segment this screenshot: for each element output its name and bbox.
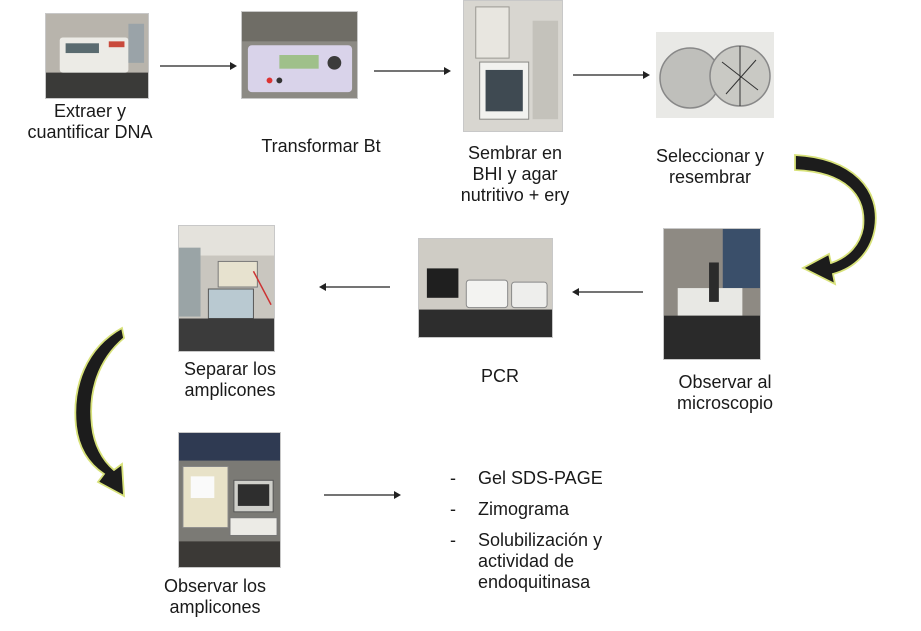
list-item-text: Zimograma — [478, 499, 570, 519]
list-item: - Solubilización y actividad de endoquit… — [450, 530, 603, 593]
list-item-text: Gel SDS-PAGE — [478, 468, 603, 488]
photo-gel-documentation — [178, 432, 281, 568]
arrow-right-1 — [160, 62, 237, 70]
photo-spectrophotometer — [45, 13, 149, 99]
step-label-sow-bhi: Sembrar en BHI y agar nutritivo + ery — [460, 143, 570, 205]
photo-incubator — [463, 0, 563, 132]
list-bullet: - — [450, 530, 456, 550]
arrow-right-2 — [374, 67, 451, 75]
photo-thermocycler — [418, 238, 553, 338]
arrow-left-1 — [572, 288, 643, 296]
photo-petri-dishes — [656, 32, 774, 118]
curved-arrow-right-down — [794, 154, 877, 286]
list-item: - Zimograma — [450, 499, 603, 520]
list-bullet: - — [450, 499, 456, 519]
curved-arrow-left-down — [74, 326, 125, 498]
step-label-microscope: Observar al microscopio — [676, 372, 774, 413]
arrow-left-2 — [319, 283, 390, 291]
list-bullet: - — [450, 468, 456, 488]
arrow-right-3 — [573, 71, 650, 79]
step-label-separate-amplicons: Separar los amplicones — [183, 359, 277, 400]
list-item-text: Solubilización y actividad de endoquitin… — [478, 530, 603, 592]
photo-electroporator — [241, 11, 358, 99]
step-label-pcr: PCR — [480, 366, 519, 386]
step-label-transform-bt: Transformar Bt — [261, 136, 381, 156]
final-analysis-list: - Gel SDS-PAGE - Zimograma - Solubilizac… — [450, 468, 603, 603]
photo-microscope — [663, 228, 761, 360]
step-label-select-resow: Seleccionar y resembrar — [655, 146, 765, 187]
list-item: - Gel SDS-PAGE — [450, 468, 603, 489]
step-label-observe-amplicons: Observar los amplicones — [163, 576, 267, 617]
arrow-right-4 — [324, 491, 401, 499]
step-label-extract-dna: Extraer y cuantificar DNA — [27, 101, 153, 142]
photo-electrophoresis — [178, 225, 275, 352]
